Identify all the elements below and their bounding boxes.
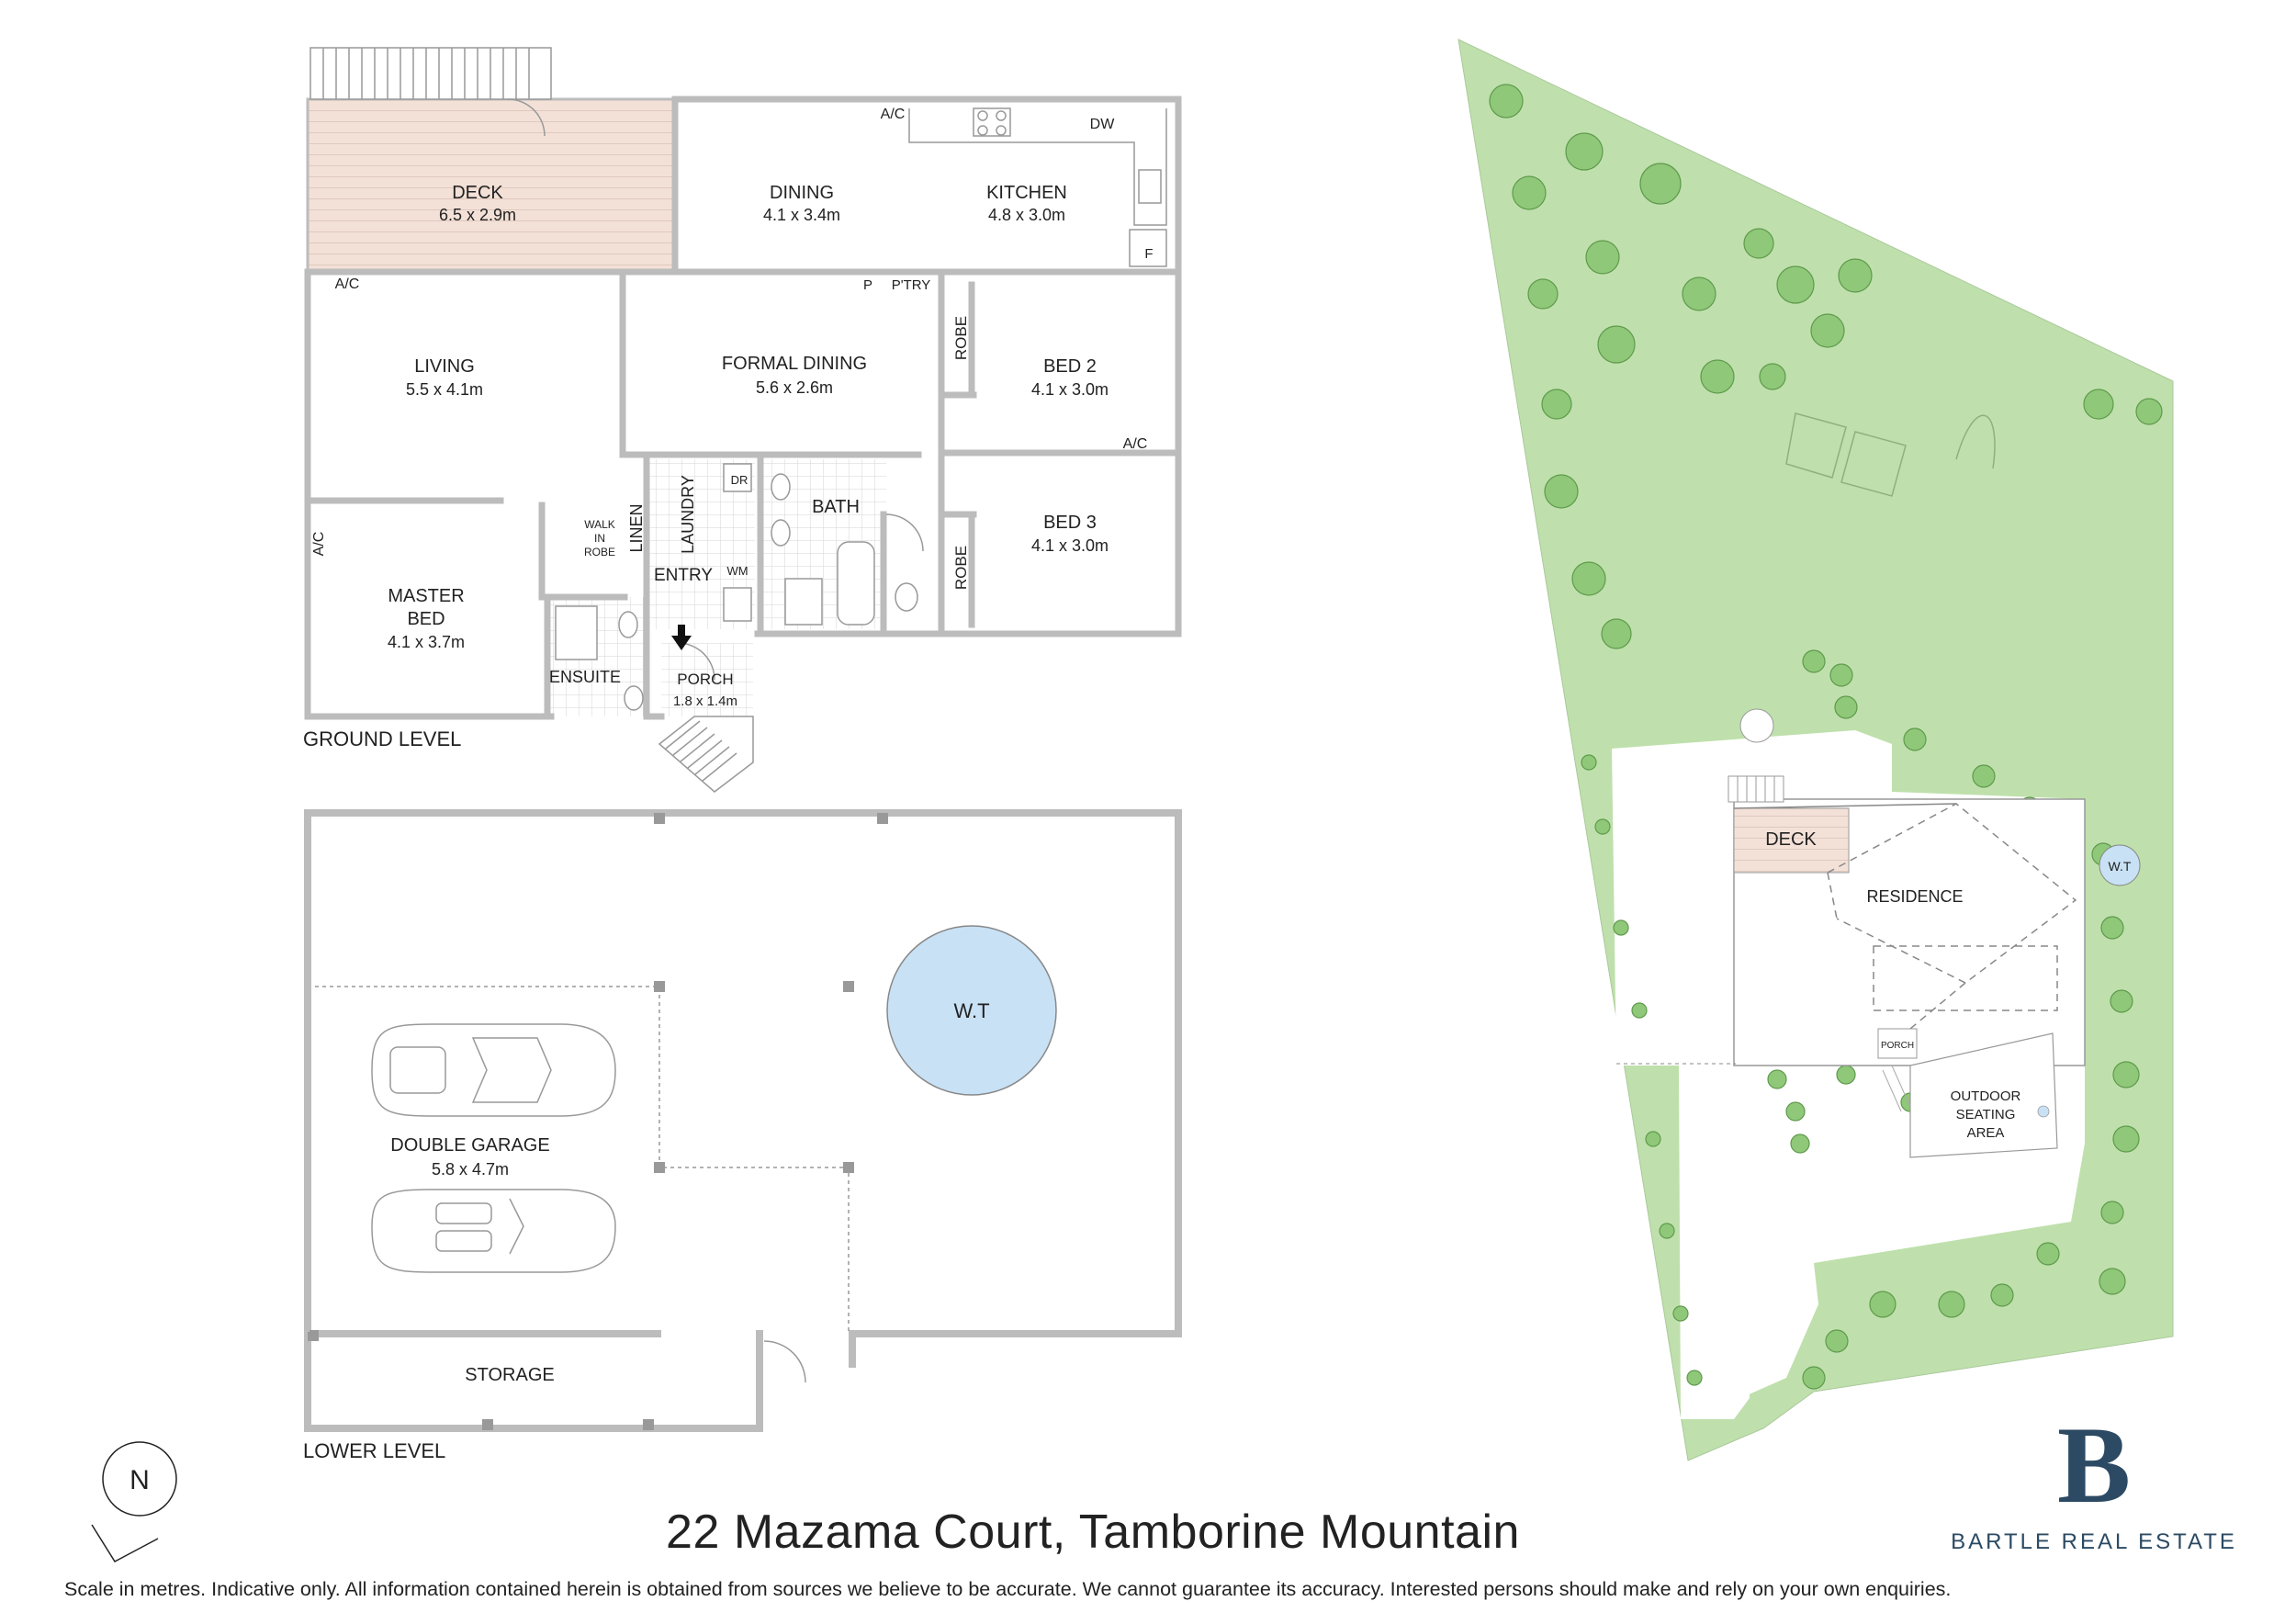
ac-label-kitchen: A/C [881,107,906,122]
walk-in-robe-label-1: WALK [584,518,615,531]
porch-label: PORCH [677,671,733,688]
lower-dashed-lines [315,986,850,1334]
car-top-icon [371,1023,616,1117]
site-porch-label: PORCH [1881,1041,1914,1051]
ensuite-label: ENSUITE [549,668,621,686]
porch-size: 1.8 x 1.4m [673,694,737,709]
site-residence [1728,775,2086,1158]
compass-arrow-icon [91,1524,159,1562]
bed2-label: BED 2 [1043,356,1097,377]
formal-dining-label: FORMAL DINING [722,354,867,374]
site-plan: DECK RESIDENCE W.T PORCH OUTDOOR SEATING… [1458,39,2174,1461]
linen-label: LINEN [627,503,646,552]
site-water-tank [2099,844,2141,886]
property-title: 22 Mazama Court, Tamborine Mountain [666,1506,1520,1559]
lower-level-label: LOWER LEVEL [303,1439,445,1462]
brand-logo: B [1956,1404,2232,1539]
master-size: 4.1 x 3.7m [388,633,465,651]
storage-label: STORAGE [465,1365,554,1385]
lower-door-arc [763,1340,806,1383]
north-compass: N [91,1441,177,1562]
entry-arrow-icon [671,625,692,650]
walk-in-robe-label-2: IN [594,532,605,545]
f-label: F [1144,246,1153,262]
porch-tiles [661,643,753,716]
site-outdoor-label-3: AREA [1967,1125,2005,1141]
driveway [1679,1066,1750,1419]
master-label-1: MASTER [388,586,464,606]
entry-label: ENTRY [654,566,713,585]
kitchen-label: KITCHEN [986,183,1067,203]
site-round-feature [1739,708,1774,743]
brand-logo-letter: B [2057,1404,2131,1526]
ground-level-label: GROUND LEVEL [303,727,461,750]
lower-walls [304,809,1182,1432]
lower-columns [308,813,888,1430]
p-label: P [863,277,872,293]
compass-label: N [129,1465,150,1495]
kitchen-bench [908,107,1167,267]
robe-label-bed3: ROBE [952,546,970,590]
ac-label-master: A/C [311,532,327,557]
compass-circle-icon [102,1441,177,1517]
formal-dining-size: 5.6 x 2.6m [756,378,833,397]
disclaimer-text: Scale in metres. Indicative only. All in… [64,1578,1952,1600]
bath-fixtures [555,463,918,711]
bed3-size: 4.1 x 3.0m [1031,536,1109,555]
site-wt-label: W.T [2109,859,2132,874]
deck-label: DECK [452,183,503,203]
entry-stairs [658,716,754,793]
site-outdoor-label-1: OUTDOOR [1951,1088,2021,1104]
dr-label: DR [731,473,748,487]
site-outdoor-label-2: SEATING [1956,1107,2016,1122]
water-tank [886,925,1057,1096]
lower-level-plan: W.T DOUBLE GARAGE 5.8 x 4.7m STORAGE LOW… [303,809,1182,1462]
site-sheds [1785,412,1996,497]
site-residence-label: RESIDENCE [1866,887,1963,906]
dining-label: DINING [770,183,834,203]
wm-label: WM [726,564,748,578]
kitchen-size: 4.8 x 3.0m [988,206,1065,224]
master-label-2: BED [407,609,445,629]
deck-area [306,97,677,274]
living-label: LIVING [414,356,475,377]
deck-stairs [310,47,552,100]
site-trees [1489,84,2163,1390]
ptry-label: P'TRY [892,277,931,293]
ground-level-plan: DECK 6.5 x 2.9m DINING 4.1 x 3.4m KITCHE… [303,47,1182,793]
ac-label-living: A/C [335,276,360,292]
tank-label: W.T [953,999,989,1022]
robe-label-bed2: ROBE [952,316,970,360]
walk-in-robe-label-3: ROBE [584,546,615,558]
garage-size: 5.8 x 4.7m [432,1160,509,1179]
laundry-label: LAUNDRY [679,475,697,554]
deck-size: 6.5 x 2.9m [439,206,516,224]
bath-label: BATH [812,497,860,517]
dw-label: DW [1090,117,1116,132]
ground-walls [304,96,1182,720]
dining-size: 4.1 x 3.4m [763,206,840,224]
bed3-label: BED 3 [1043,513,1097,533]
site-deck-label: DECK [1765,829,1817,850]
garage-label: DOUBLE GARAGE [390,1135,549,1156]
brand-name: BARTLE REAL ESTATE [1951,1529,2237,1554]
bed2-size: 4.1 x 3.0m [1031,380,1109,399]
car-convertible-icon [371,1189,616,1273]
ac-label-bed2: A/C [1123,436,1148,452]
living-size: 5.5 x 4.1m [406,380,483,399]
